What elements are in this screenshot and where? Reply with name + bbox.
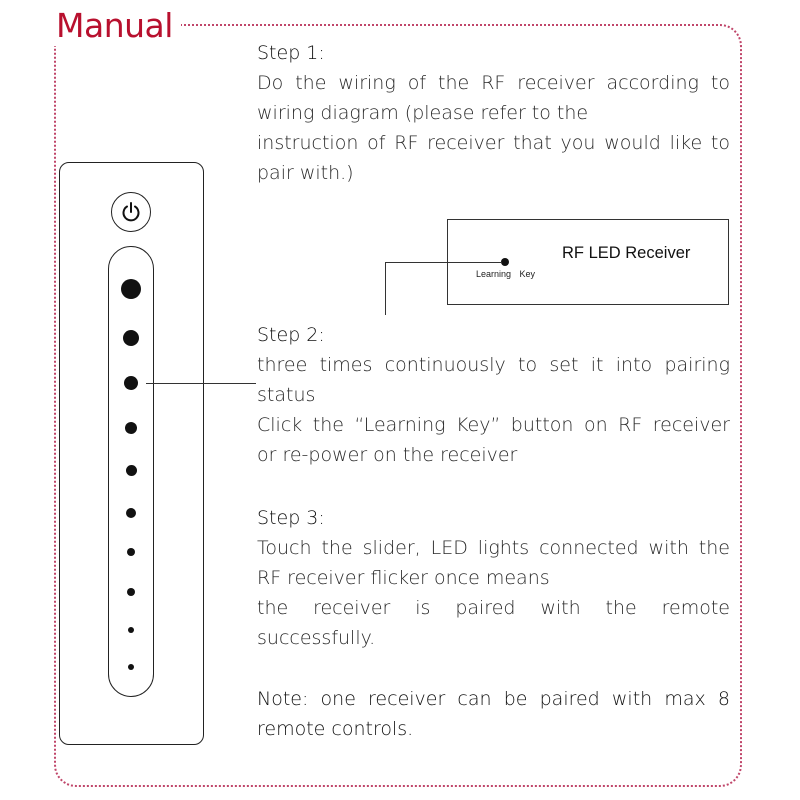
- remote-control: [59, 162, 204, 745]
- step-1: Step 1: Do the wiring of the RF receiver…: [257, 38, 730, 188]
- connector-line-slider: [146, 383, 256, 385]
- step-3: Step 3: Touch the slider, LED lights con…: [257, 503, 730, 653]
- slider-dot: [128, 627, 134, 633]
- step-1-line: pair with.): [257, 162, 354, 184]
- slider-dot: [125, 422, 137, 434]
- step-3-line: the receiver is paired with the remote: [257, 597, 730, 619]
- connector-line-learning-key-h: [385, 262, 502, 264]
- note-line: Note: one receiver can be paired with ma…: [257, 688, 730, 710]
- slider-dot: [126, 508, 136, 518]
- step-3-line: Touch the slider, LED lights connected w…: [257, 537, 730, 559]
- learning-key-label: Learning Key: [476, 269, 536, 279]
- power-icon: [122, 202, 140, 222]
- step-2-heading: Step 2:: [257, 324, 325, 346]
- step-2-line: Click the “Learning Key” button on RF re…: [257, 414, 730, 436]
- step-1-line: instruction of RF receiver that you woul…: [257, 132, 730, 154]
- slider-dot: [127, 548, 135, 556]
- note-line: remote controls.: [257, 718, 414, 740]
- slider-dot: [126, 465, 137, 476]
- slider-dot: [124, 376, 138, 390]
- slider-dot: [127, 588, 135, 596]
- step-2-line: or re-power on the receiver: [257, 444, 518, 466]
- manual-frame: [54, 24, 742, 787]
- power-button[interactable]: [111, 192, 151, 232]
- step-2-line: status: [257, 384, 316, 406]
- step-3-line: RF receiver flicker once means: [257, 567, 550, 589]
- step-2-line: three times continuously to set it into …: [257, 354, 730, 376]
- slider-dot: [128, 664, 134, 670]
- step-3-heading: Step 3:: [257, 507, 325, 529]
- slider-dot: [123, 330, 139, 346]
- step-1-line: wiring diagram (please refer to the: [257, 102, 589, 124]
- slider-dot: [121, 279, 141, 299]
- step-3-line: successfully.: [257, 627, 376, 649]
- learning-key-button[interactable]: [501, 258, 509, 266]
- step-1-heading: Step 1:: [257, 42, 325, 64]
- step-1-line: Do the wiring of the RF receiver accordi…: [257, 72, 730, 94]
- touch-slider[interactable]: [108, 246, 154, 697]
- note: Note: one receiver can be paired with ma…: [257, 684, 730, 744]
- connector-line-learning-key-v: [385, 262, 387, 315]
- step-2: Step 2: three times continuously to set …: [257, 320, 730, 470]
- receiver-title: RF LED Receiver: [562, 244, 691, 262]
- manual-title: Manual: [48, 6, 181, 46]
